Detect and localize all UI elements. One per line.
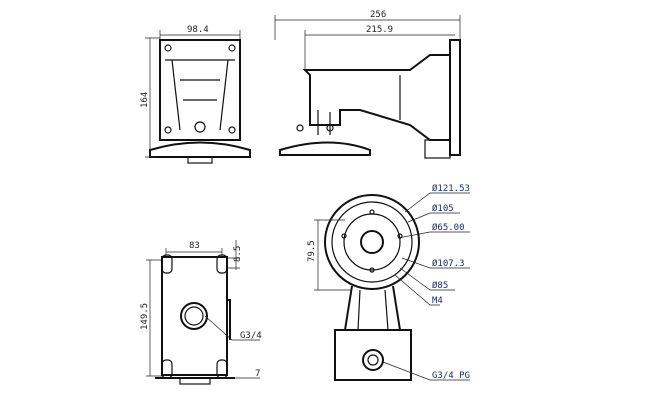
callout-diameter-105: Ø105 xyxy=(432,203,454,214)
side-overall-label: 256 xyxy=(370,10,386,20)
front-height-label: 164 xyxy=(140,92,150,108)
callout-diameter-121: Ø121.53 xyxy=(432,183,470,194)
front-view: 98.4 164 xyxy=(140,25,251,164)
box-foot-label: 7 xyxy=(255,369,260,379)
box-view: 83 8.5 149.5 G3/4 7 xyxy=(140,240,262,385)
front-width-label: 98.4 xyxy=(187,25,209,35)
box-offset-label: 8.5 xyxy=(233,246,243,262)
box-height-label: 149.5 xyxy=(140,303,150,330)
callout-m4: M4 xyxy=(432,296,443,306)
callout-diameter-85: Ø85 xyxy=(432,280,448,291)
bottom-offset-label: 79.5 xyxy=(307,240,317,262)
callout-diameter-107: Ø107.3 xyxy=(432,258,465,269)
bottom-view: 79.5 Ø121.53 Ø105 Ø65.00 Ø107.3 Ø85 M4 G… xyxy=(307,183,470,381)
callout-g34-pg: G3/4 PG xyxy=(432,371,470,381)
box-width-label: 83 xyxy=(189,241,200,251)
side-view: 256 215.9 xyxy=(274,10,461,159)
callout-diameter-65: Ø65.00 xyxy=(432,222,465,233)
box-thread-label: G3/4 xyxy=(240,331,262,341)
side-arm-label: 215.9 xyxy=(366,25,393,35)
